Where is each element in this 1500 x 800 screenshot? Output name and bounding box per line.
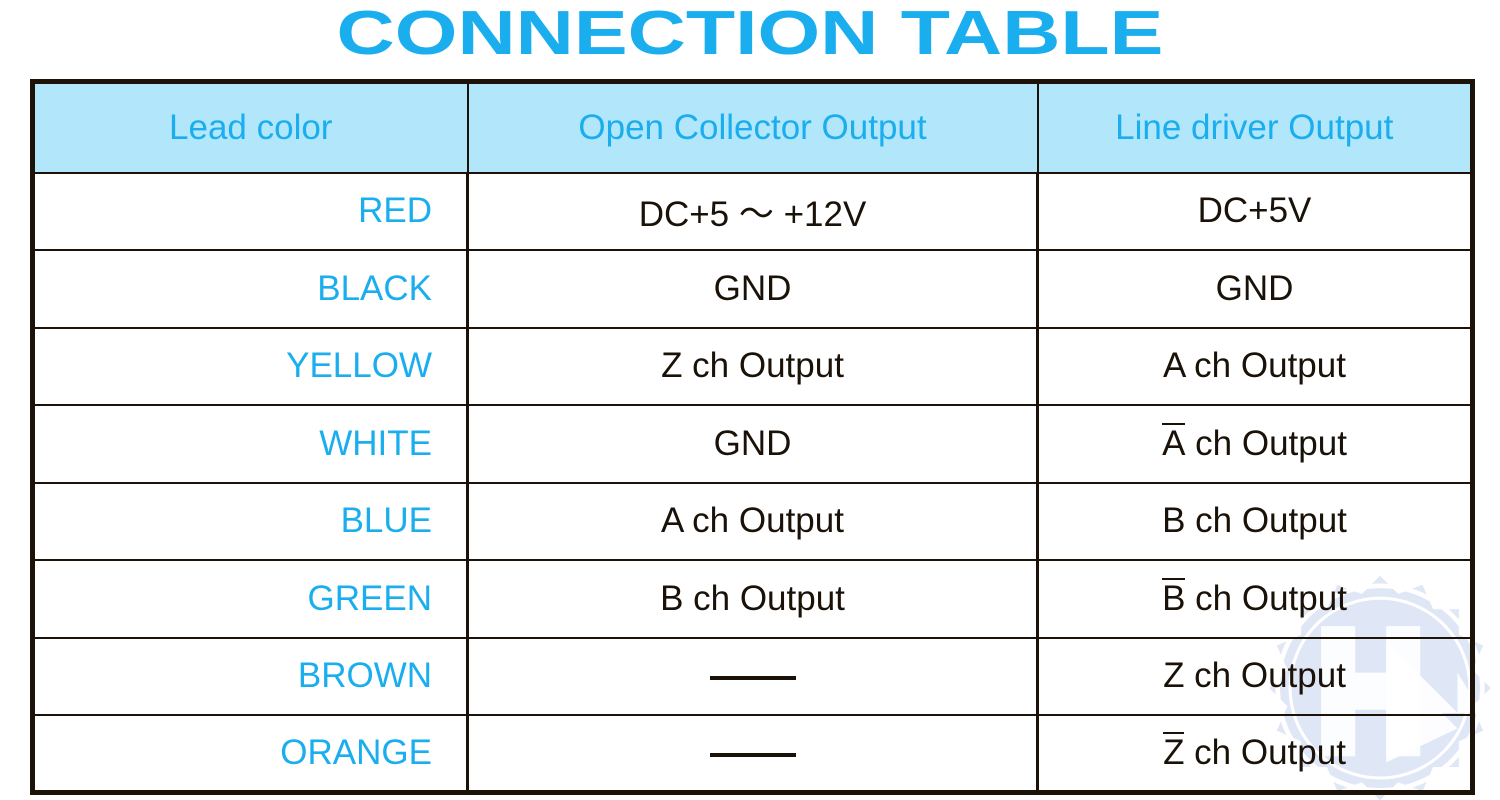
- lead-color-cell: BROWN: [31, 636, 469, 716]
- connection-table: Lead color Open Collector Output Line dr…: [30, 79, 1475, 795]
- signal-suffix-label: ch Output: [1185, 423, 1347, 463]
- lead-color-cell: BLACK: [31, 249, 469, 329]
- table-row: BROWN Z ch Output: [31, 636, 1474, 716]
- signal-suffix-label: ch Output: [1184, 733, 1346, 772]
- open-collector-output-cell: DC+5 ～ +12V: [466, 171, 1039, 251]
- line-driver-output-cell: DC+5V: [1036, 171, 1474, 251]
- line-driver-output-cell: B ch Output: [1036, 559, 1474, 639]
- line-driver-output-cell: Z ch Output: [1036, 714, 1474, 794]
- line-driver-output-cell: GND: [1036, 249, 1474, 329]
- open-collector-output-cell: B ch Output: [466, 559, 1039, 639]
- overline-signal-label: Z: [1163, 732, 1185, 772]
- no-connection-dash: [709, 752, 796, 757]
- overline-signal-label: A: [1162, 422, 1186, 463]
- line-driver-output-cell: B ch Output: [1036, 481, 1474, 561]
- lead-color-cell: ORANGE: [31, 714, 469, 794]
- column-header-lead-color: Lead color: [31, 80, 469, 174]
- open-collector-output-cell: GND: [466, 404, 1039, 484]
- open-collector-output-cell: [466, 714, 1039, 794]
- lead-color-cell: BLUE: [31, 481, 469, 561]
- line-driver-output-cell: Z ch Output: [1036, 636, 1474, 716]
- open-collector-output-cell: Z ch Output: [466, 326, 1039, 406]
- lead-color-cell: GREEN: [31, 559, 469, 639]
- lead-color-cell: YELLOW: [31, 326, 469, 406]
- no-connection-dash: [709, 676, 796, 680]
- open-collector-output-cell: [466, 636, 1039, 716]
- column-header-open-collector-output: Open Collector Output: [466, 80, 1039, 174]
- column-header-line-driver-output: Line driver Output: [1036, 80, 1474, 174]
- line-driver-output-cell: A ch Output: [1036, 404, 1474, 484]
- page-title: CONNECTION TABLE: [336, 0, 1164, 68]
- lead-color-cell: WHITE: [31, 404, 469, 484]
- line-driver-output-cell: A ch Output: [1036, 326, 1474, 406]
- signal-suffix-label: ch Output: [1185, 578, 1347, 618]
- open-collector-output-cell: A ch Output: [466, 481, 1039, 561]
- lead-color-cell: RED: [31, 171, 469, 251]
- table-row: ORANGE Z ch Output: [31, 714, 1474, 794]
- table-header-row: Lead color Open Collector Output Line dr…: [31, 80, 1474, 174]
- open-collector-output-cell: GND: [466, 249, 1039, 329]
- overline-signal-label: B: [1162, 577, 1186, 618]
